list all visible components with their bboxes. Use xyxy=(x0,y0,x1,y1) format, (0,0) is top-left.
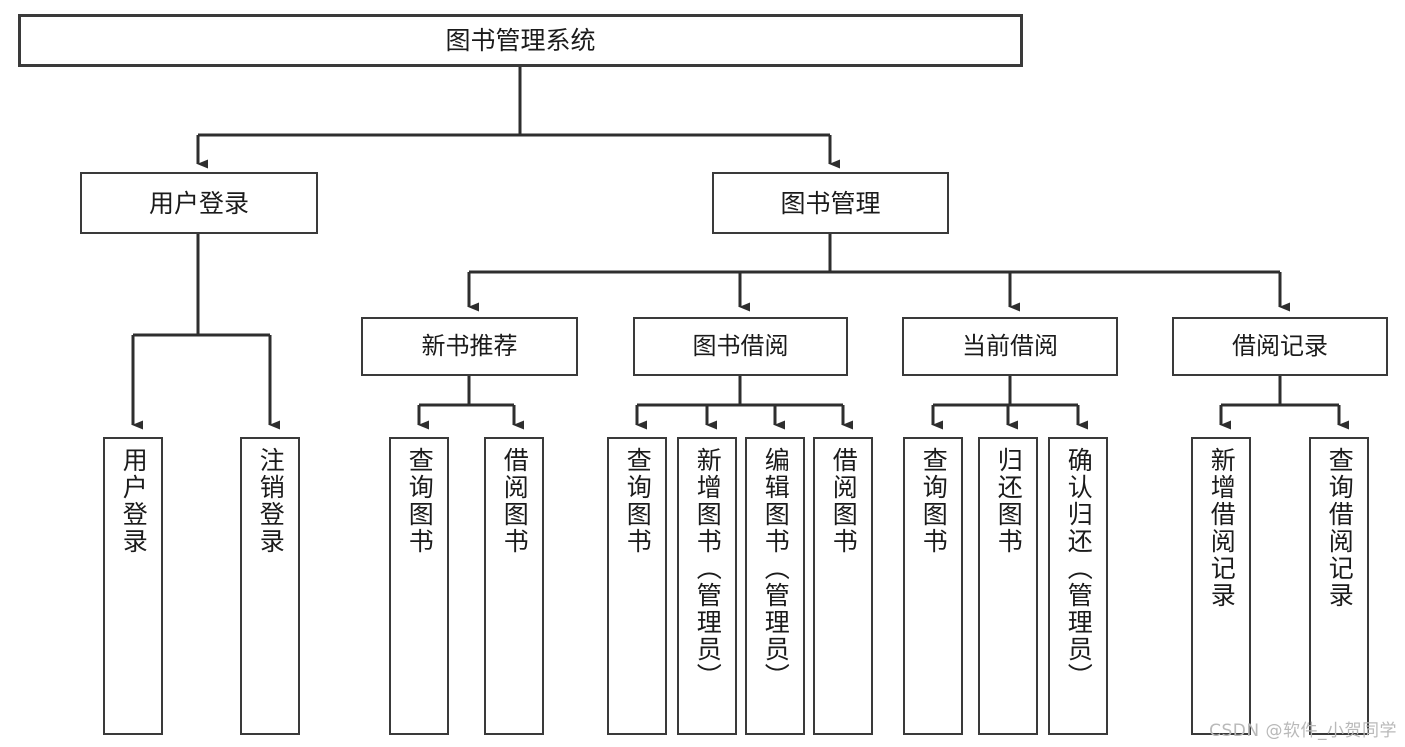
node-label: 归还图书 xyxy=(994,447,1024,555)
node-label: 当前借阅 xyxy=(962,331,1058,360)
node-leaf-confirm-return-admin[interactable]: 确认归还（管理员） xyxy=(1048,437,1108,735)
node-label: 借阅图书 xyxy=(829,447,859,555)
node-label: 借阅记录 xyxy=(1232,331,1328,360)
node-current-borrow[interactable]: 当前借阅 xyxy=(902,317,1118,376)
node-book-management[interactable]: 图书管理 xyxy=(712,172,949,234)
csdn-watermark: CSDN @软件_小贺同学 xyxy=(1209,721,1397,741)
node-leaf-borrow-book-recommend[interactable]: 借阅图书 xyxy=(484,437,544,735)
node-user-login[interactable]: 用户登录 xyxy=(80,172,318,234)
node-label: 图书管理 xyxy=(780,188,881,218)
node-label: 新增图书（管理员） xyxy=(693,447,723,690)
node-leaf-edit-book-admin[interactable]: 编辑图书（管理员） xyxy=(745,437,805,735)
node-leaf-add-book-admin[interactable]: 新增图书（管理员） xyxy=(677,437,737,735)
node-leaf-query-book-borrow[interactable]: 查询图书 xyxy=(607,437,667,735)
node-leaf-query-book-current[interactable]: 查询图书 xyxy=(903,437,963,735)
node-label: 查询图书 xyxy=(623,447,653,555)
node-leaf-add-borrow-record[interactable]: 新增借阅记录 xyxy=(1191,437,1251,735)
node-label: 用户登录 xyxy=(148,188,249,218)
node-book-management-system[interactable]: 图书管理系统 xyxy=(18,14,1023,67)
node-label: 查询图书 xyxy=(405,447,435,555)
node-label: 用户登录 xyxy=(119,447,149,555)
node-label: 查询图书 xyxy=(919,447,949,555)
node-borrow-record[interactable]: 借阅记录 xyxy=(1172,317,1388,376)
node-label: 确认归还（管理员） xyxy=(1064,447,1094,690)
node-leaf-user-login[interactable]: 用户登录 xyxy=(103,437,163,735)
node-label: 编辑图书（管理员） xyxy=(761,447,791,690)
node-label: 借阅图书 xyxy=(500,447,530,555)
node-label: 图书借阅 xyxy=(692,331,789,360)
node-leaf-return-book[interactable]: 归还图书 xyxy=(978,437,1038,735)
node-label: 新书推荐 xyxy=(421,331,518,360)
node-leaf-query-borrow-record[interactable]: 查询借阅记录 xyxy=(1309,437,1369,735)
node-new-book-recommend[interactable]: 新书推荐 xyxy=(361,317,578,376)
node-leaf-query-book-recommend[interactable]: 查询图书 xyxy=(389,437,449,735)
node-label: 查询借阅记录 xyxy=(1325,447,1355,609)
node-leaf-user-logout[interactable]: 注销登录 xyxy=(240,437,300,735)
node-label: 图书管理系统 xyxy=(445,26,596,55)
node-book-borrow[interactable]: 图书借阅 xyxy=(633,317,848,376)
node-label: 新增借阅记录 xyxy=(1207,447,1237,609)
node-label: 注销登录 xyxy=(256,447,286,555)
node-leaf-borrow-book[interactable]: 借阅图书 xyxy=(813,437,873,735)
